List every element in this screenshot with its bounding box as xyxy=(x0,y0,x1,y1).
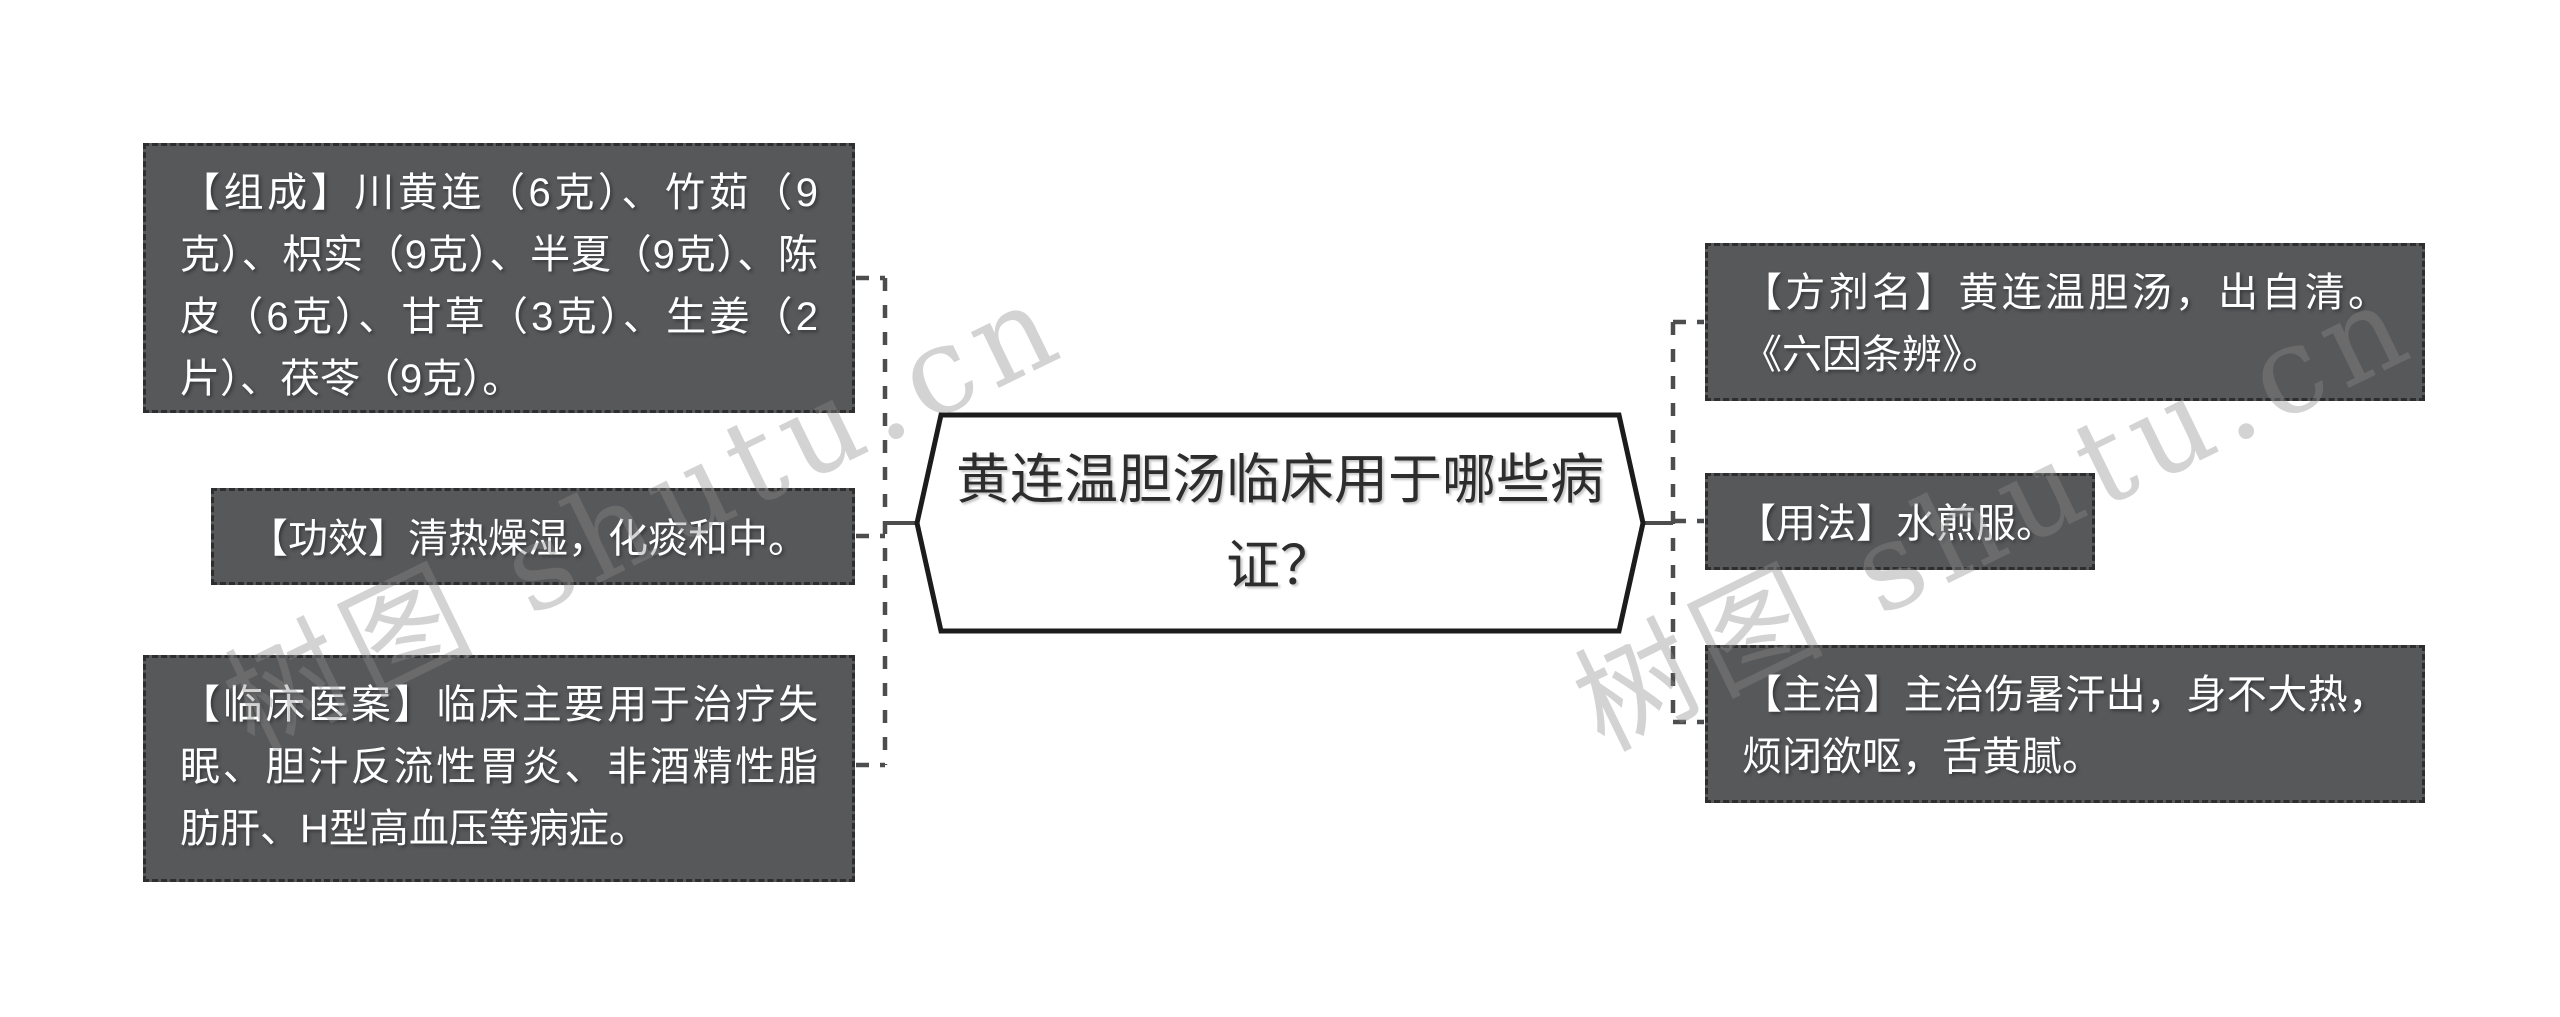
node-efficacy[interactable]: 【功效】清热燥湿，化痰和中。 xyxy=(211,488,855,585)
node-usage-label: 【用法】水煎服。 xyxy=(1736,502,2056,546)
node-clinical-cases[interactable]: 【临床医案】临床主要用于治疗失眠、胆汁反流性胃炎、非酒精性脂肪肝、H型高血压等病… xyxy=(143,655,855,882)
left-branch-connectors xyxy=(856,275,916,768)
node-formula-name-label: 【方剂名】黄连温胆汤，出自清。《六因条辨》。 xyxy=(1742,271,2388,377)
node-clinical-cases-label: 【临床医案】临床主要用于治疗失眠、胆汁反流性胃炎、非酒精性脂肪肝、H型高血压等病… xyxy=(180,683,818,851)
node-indications-label: 【主治】主治伤暑汗出，身不大热，烦闭欲呕，舌黄腻。 xyxy=(1742,673,2388,779)
node-composition[interactable]: 【组成】川黄连（6克）、竹茹（9克）、枳实（9克）、半夏（9克）、陈皮（6克）、… xyxy=(143,143,855,413)
node-formula-name[interactable]: 【方剂名】黄连温胆汤，出自清。《六因条辨》。 xyxy=(1705,243,2425,401)
node-efficacy-label: 【功效】清热燥湿，化痰和中。 xyxy=(248,517,808,561)
node-indications[interactable]: 【主治】主治伤暑汗出，身不大热，烦闭欲呕，舌黄腻。 xyxy=(1705,645,2425,803)
central-topic-label: 黄连温胆汤临床用于哪些病证？ xyxy=(956,450,1604,596)
central-topic-hexagon[interactable] xyxy=(914,412,1646,634)
node-composition-label: 【组成】川黄连（6克）、竹茹（9克）、枳实（9克）、半夏（9克）、陈皮（6克）、… xyxy=(180,171,818,401)
central-topic[interactable]: 黄连温胆汤临床用于哪些病证？ xyxy=(940,417,1620,629)
node-usage[interactable]: 【用法】水煎服。 xyxy=(1705,473,2095,570)
right-branch-connectors xyxy=(1644,319,1704,725)
